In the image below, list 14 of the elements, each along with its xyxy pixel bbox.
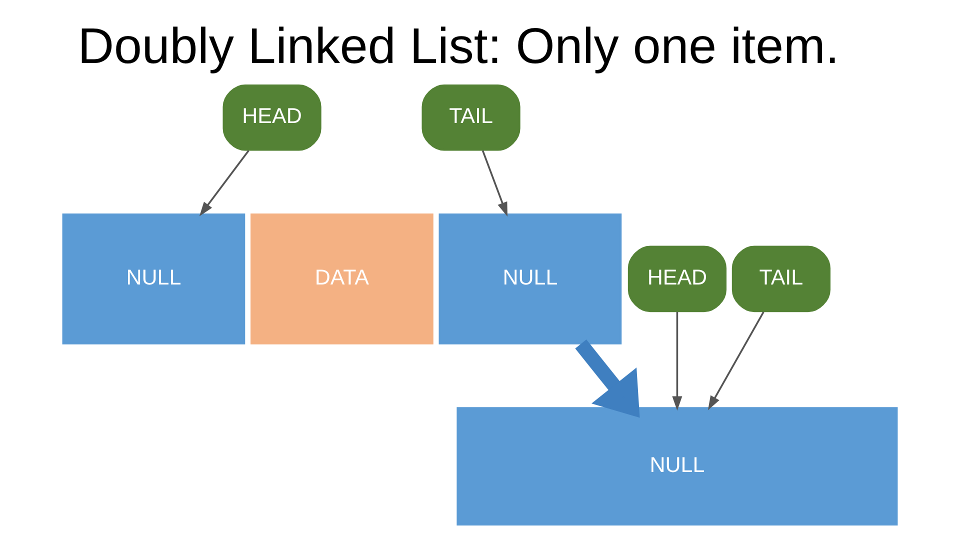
- node-box: TAIL: [422, 84, 520, 151]
- node-box: NULL: [456, 407, 898, 526]
- diagram-title: Doubly Linked List: Only one item.: [78, 18, 840, 74]
- node-box: HEAD: [628, 246, 727, 312]
- arrow: [199, 150, 250, 216]
- node-box: NULL: [438, 214, 622, 344]
- arrow: [482, 150, 508, 217]
- node-box: HEAD: [222, 84, 322, 151]
- arrow: [708, 312, 764, 410]
- node-box: DATA: [250, 214, 434, 344]
- arrow: [575, 340, 640, 418]
- arrow: [672, 312, 682, 411]
- node-box: NULL: [62, 214, 246, 344]
- node-box: TAIL: [732, 246, 830, 312]
